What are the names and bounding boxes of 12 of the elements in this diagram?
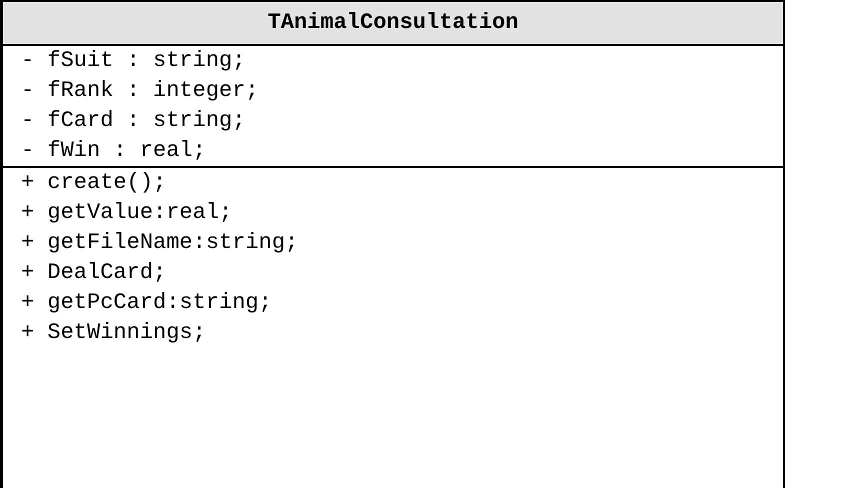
method-text: + getFileName:string; <box>21 229 300 257</box>
class-name-heading: TAnimalConsultation <box>3 2 783 46</box>
attribute-text: - fSuit : string; <box>21 47 246 75</box>
method-text: + getValue:real; <box>21 199 234 227</box>
method-text: + getPcCard:string; <box>21 289 273 317</box>
method-text: + DealCard; <box>21 259 168 287</box>
attribute-text: - fRank : integer; <box>21 77 260 105</box>
class-box <box>0 0 785 488</box>
method-text: + create(); <box>21 169 168 197</box>
attribute-text: - fWin : real; <box>21 137 207 165</box>
attribute-text: - fCard : string; <box>21 107 246 135</box>
method-text: + SetWinnings; <box>21 319 207 347</box>
